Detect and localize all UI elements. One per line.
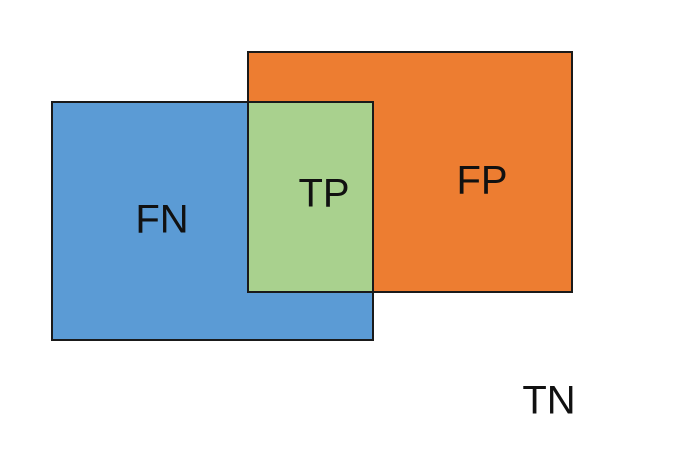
fn-label: FN <box>135 198 188 242</box>
fp-label: FP <box>456 159 507 203</box>
tp-region <box>247 101 374 293</box>
tp-label: TP <box>298 172 349 216</box>
tn-label: TN <box>522 379 575 423</box>
